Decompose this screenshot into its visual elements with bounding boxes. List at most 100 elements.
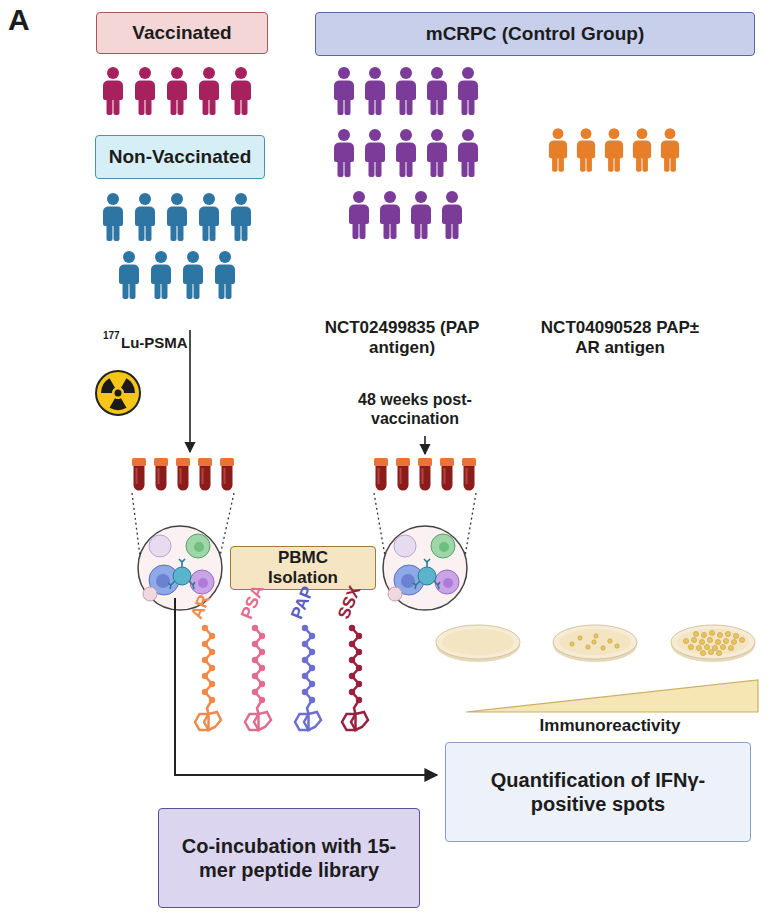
spot (693, 631, 698, 636)
spot (592, 640, 596, 644)
process-box: Non-Vaccinated (95, 135, 265, 179)
blood-tubes (132, 458, 234, 491)
person-icon (135, 67, 155, 115)
blood-tube (176, 458, 190, 491)
spot (704, 644, 709, 649)
person-icon (365, 67, 385, 115)
person-icon (231, 67, 251, 115)
process-box: mCRPC (Control Group) (315, 12, 755, 56)
flow-arrow (424, 436, 426, 454)
box-text: Co-incubation with 15-mer peptide librar… (169, 834, 409, 882)
radiation-symbol (96, 371, 140, 415)
spot (586, 645, 590, 649)
gradient-wedge (466, 680, 758, 712)
blood-tube (462, 458, 476, 491)
person-icon (199, 193, 219, 241)
person-icon (661, 128, 679, 172)
blood-tube (374, 458, 388, 491)
petri-dish (436, 625, 520, 662)
spot (720, 644, 725, 649)
spot (699, 639, 704, 644)
person-icon (334, 129, 354, 177)
spot (691, 637, 696, 642)
blood-tube (418, 458, 432, 491)
spot (728, 645, 733, 650)
person-icon (199, 67, 219, 115)
person-icon (183, 251, 203, 299)
box-text: Non-Vaccinated (109, 146, 252, 169)
person-icon (231, 193, 251, 241)
spot (696, 645, 701, 650)
blood-tube (154, 458, 168, 491)
person-icon (349, 191, 369, 239)
annotation-label: Immunoreactivity (520, 716, 700, 736)
petri-dish (553, 625, 637, 662)
spot (578, 636, 582, 640)
blood-tube (220, 458, 234, 491)
person-icon (365, 129, 385, 177)
box-text: Vaccinated (132, 22, 231, 45)
dish-top (671, 625, 755, 659)
dish-medium (677, 629, 749, 655)
person-icon (411, 191, 431, 239)
spot (712, 645, 717, 650)
person-icon (103, 193, 123, 241)
control-people (549, 128, 679, 172)
person-icon (458, 67, 478, 115)
spot (683, 638, 688, 643)
flow-arrow (189, 330, 191, 452)
peptide-chain (342, 625, 368, 730)
dish-top (436, 625, 520, 659)
person-icon (442, 191, 462, 239)
person-icon (151, 251, 171, 299)
spot (733, 633, 738, 638)
person-icon (427, 67, 447, 115)
person-icon (396, 67, 416, 115)
process-box: Co-incubation with 15-mer peptide librar… (158, 808, 420, 908)
person-icon (427, 129, 447, 177)
person-icon (549, 128, 567, 172)
spot (570, 642, 574, 646)
process-box: Quantification of IFNγ-positive spots (445, 742, 751, 842)
radiation-blade (101, 378, 115, 393)
axis-arrow (175, 598, 437, 775)
spot (701, 632, 706, 637)
spot (739, 637, 744, 642)
blood-tube (132, 458, 146, 491)
peptide-chain (245, 625, 271, 730)
annotation-label: 48 weeks post-vaccination (345, 390, 485, 428)
radiation-blade (110, 398, 127, 410)
spot (716, 650, 721, 655)
spot (708, 649, 713, 654)
blood-tubes (374, 458, 476, 491)
box-text: PBMC Isolation (241, 548, 365, 589)
dish-medium (442, 629, 514, 655)
radiation-disc (96, 371, 140, 415)
person-icon (605, 128, 623, 172)
blood-tube (440, 458, 454, 491)
spot (707, 637, 712, 642)
process-box: Vaccinated (96, 12, 268, 54)
spot (594, 634, 598, 638)
person-icon (633, 128, 651, 172)
dish-medium (559, 629, 631, 655)
spot (709, 630, 714, 635)
box-text: Quantification of IFNγ-positive spots (456, 768, 740, 816)
spot (688, 644, 693, 649)
ifn-spots (683, 630, 744, 655)
vaccinated-people (103, 67, 251, 115)
spot (717, 632, 722, 637)
person-icon (334, 67, 354, 115)
person-icon (167, 193, 187, 241)
pbmc-illustration (383, 526, 467, 610)
spot (715, 639, 720, 644)
annotation-label: A (8, 2, 48, 38)
blood-tube (396, 458, 410, 491)
person-icon (458, 129, 478, 177)
spot (615, 644, 619, 648)
person-icon (396, 129, 416, 177)
non-vaccinated-people (103, 193, 251, 299)
annotation-label: NCT04090528 PAP± AR antigen (540, 318, 700, 359)
spot (608, 639, 612, 643)
